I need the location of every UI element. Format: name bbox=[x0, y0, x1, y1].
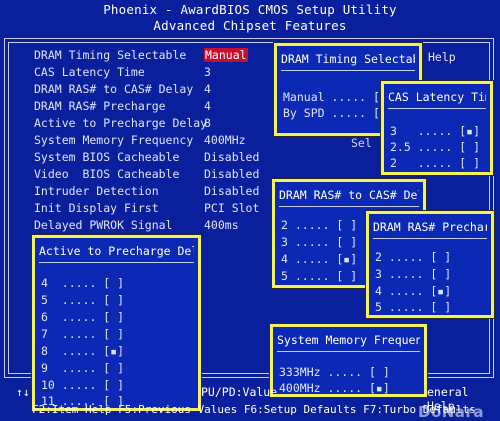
option-active-5[interactable]: 5 ..... [ ] bbox=[41, 293, 125, 307]
option-active-10[interactable]: 10 ..... [ ] bbox=[41, 378, 125, 392]
option-freq-400[interactable]: 400MHz ..... [▪] bbox=[279, 381, 390, 395]
setting-video-bios-cacheable[interactable]: Video BIOS Cacheable Disabled bbox=[34, 167, 474, 183]
setting-value[interactable]: 4 bbox=[204, 82, 211, 96]
option-freq-333[interactable]: 333MHz ..... [ ] bbox=[279, 365, 390, 379]
popup-title: DRAM RAS# Precharge bbox=[373, 220, 487, 234]
option-active-6[interactable]: 6 ..... [ ] bbox=[41, 310, 125, 324]
popup-ras-precharge[interactable]: DRAM RAS# Precharge 2 ..... [ ] 3 ..... … bbox=[366, 211, 494, 318]
option-precharge-2[interactable]: 2 ..... [ ] bbox=[375, 250, 452, 264]
setting-value[interactable]: 4 bbox=[204, 99, 211, 113]
setting-ras-to-cas[interactable]: DRAM RAS# to CAS# Delay 4 bbox=[34, 82, 474, 98]
setting-label: Video BIOS Cacheable bbox=[34, 167, 180, 181]
popup-ras-to-cas[interactable]: DRAM RAS# to CAS# Delay 2 ..... [ ] 3 ..… bbox=[272, 179, 426, 288]
option-active-4[interactable]: 4 ..... [ ] bbox=[41, 276, 125, 290]
setting-value[interactable]: Disabled bbox=[204, 167, 260, 181]
setting-memory-frequency[interactable]: System Memory Frequency 400MHz bbox=[34, 133, 474, 149]
popup-divider bbox=[39, 262, 194, 263]
popup-divider bbox=[373, 238, 487, 239]
option-by-spd[interactable]: By SPD ..... [ ] bbox=[283, 106, 394, 120]
option-precharge-4[interactable]: 4 ..... [▪] bbox=[375, 284, 452, 298]
general-help-hint: eneral Help bbox=[427, 385, 469, 413]
popup-title: System Memory Frequency bbox=[277, 333, 420, 347]
setting-label: System BIOS Cacheable bbox=[34, 150, 180, 164]
pu-pd-hint: PU/PD:Value bbox=[201, 385, 278, 399]
popup-cas-latency[interactable]: CAS Latency Time 3 ..... [▪] 2.5 ..... [… bbox=[381, 81, 493, 175]
setting-label: DRAM RAS# to CAS# Delay bbox=[34, 82, 194, 96]
setting-value[interactable]: 3 bbox=[204, 65, 211, 79]
popup-active-precharge[interactable]: Active to Precharge Delay 4 ..... [ ] 5 … bbox=[32, 235, 201, 411]
option-ras-cas-2[interactable]: 2 ..... [ ] bbox=[281, 218, 358, 232]
setting-intruder-detection[interactable]: Intruder Detection Disabled bbox=[34, 184, 474, 200]
setting-label: DRAM RAS# Precharge bbox=[34, 99, 166, 113]
setting-label: Init Display First bbox=[34, 201, 159, 215]
setting-label: DRAM Timing Selectable bbox=[34, 48, 187, 62]
setting-label: Intruder Detection bbox=[34, 184, 159, 198]
main-frame-inner bbox=[8, 42, 490, 374]
option-ras-cas-3[interactable]: 3 ..... [ ] bbox=[281, 235, 358, 249]
function-keys-hint: F2:Item Help F5:Previous Values F6:Setup… bbox=[32, 403, 476, 416]
option-active-8[interactable]: 8 ..... [▪] bbox=[41, 344, 125, 358]
option-active-7[interactable]: 7 ..... [ ] bbox=[41, 327, 125, 341]
setting-system-bios-cacheable[interactable]: System BIOS Cacheable Disabled bbox=[34, 150, 474, 166]
main-frame bbox=[4, 38, 494, 378]
setting-value[interactable]: Manual bbox=[204, 48, 248, 62]
popup-dram-timing[interactable]: DRAM Timing Selectable Manual ..... [▪] … bbox=[274, 43, 422, 136]
option-precharge-3[interactable]: 3 ..... [ ] bbox=[375, 267, 452, 281]
setting-active-precharge[interactable]: Active to Precharge Delay 8 bbox=[34, 116, 474, 132]
popup-title: Active to Precharge Delay bbox=[39, 244, 194, 258]
setting-value[interactable]: 400MHz bbox=[204, 133, 246, 147]
help-panel-title: Help bbox=[428, 50, 456, 64]
popup-divider bbox=[279, 206, 419, 207]
option-ras-cas-5[interactable]: 5 ..... [ ] bbox=[281, 269, 358, 283]
option-manual[interactable]: Manual ..... [▪] bbox=[283, 90, 394, 104]
option-precharge-5[interactable]: 5 ..... [ ] bbox=[375, 300, 452, 314]
page-subtitle: Advanced Chipset Features bbox=[153, 18, 347, 33]
setting-cas-latency[interactable]: CAS Latency Time 3 bbox=[34, 65, 474, 81]
option-cas-2[interactable]: 2 ..... [ ] bbox=[390, 156, 481, 170]
setting-delayed-pwrok[interactable]: Delayed PWROK Signal 400ms bbox=[34, 218, 474, 234]
setting-value[interactable]: 400ms bbox=[204, 218, 239, 232]
setting-label: System Memory Frequency bbox=[34, 133, 194, 147]
help-panel-text: Sel bbox=[351, 136, 372, 150]
popup-title: DRAM RAS# to CAS# Delay bbox=[279, 188, 419, 202]
setting-value[interactable]: 8 bbox=[204, 116, 211, 130]
popup-title: CAS Latency Time bbox=[388, 90, 486, 104]
option-active-9[interactable]: 9 ..... [ ] bbox=[41, 361, 125, 375]
bios-title: Phoenix - AwardBIOS CMOS Setup Utility bbox=[103, 2, 397, 17]
setting-value[interactable]: Disabled bbox=[204, 150, 260, 164]
popup-memory-frequency[interactable]: System Memory Frequency 333MHz ..... [ ]… bbox=[270, 324, 427, 397]
setting-value[interactable]: Disabled bbox=[204, 184, 260, 198]
popup-divider bbox=[277, 351, 420, 352]
setting-dram-timing[interactable]: DRAM Timing Selectable Manual bbox=[34, 48, 474, 64]
option-active-11[interactable]: 11 ..... [ ] bbox=[41, 394, 125, 408]
nav-arrows-hint: ↑↓ bbox=[16, 385, 30, 399]
popup-divider bbox=[281, 70, 415, 71]
popup-divider bbox=[388, 108, 486, 109]
option-cas-2-5[interactable]: 2.5 ..... [ ] bbox=[390, 140, 481, 154]
setting-ras-precharge[interactable]: DRAM RAS# Precharge 4 bbox=[34, 99, 474, 115]
setting-label: CAS Latency Time bbox=[34, 65, 145, 79]
setting-label: Active to Precharge Delay bbox=[34, 116, 208, 130]
setting-init-display-first[interactable]: Init Display First PCI Slot bbox=[34, 201, 474, 217]
watermark-logo: DoNara bbox=[418, 403, 484, 421]
option-ras-cas-4[interactable]: 4 ..... [▪] bbox=[281, 252, 358, 266]
setting-label: Delayed PWROK Signal bbox=[34, 218, 173, 232]
popup-title: DRAM Timing Selectable bbox=[281, 52, 415, 66]
option-cas-3[interactable]: 3 ..... [▪] bbox=[390, 124, 481, 138]
setting-value[interactable]: PCI Slot bbox=[204, 201, 260, 215]
